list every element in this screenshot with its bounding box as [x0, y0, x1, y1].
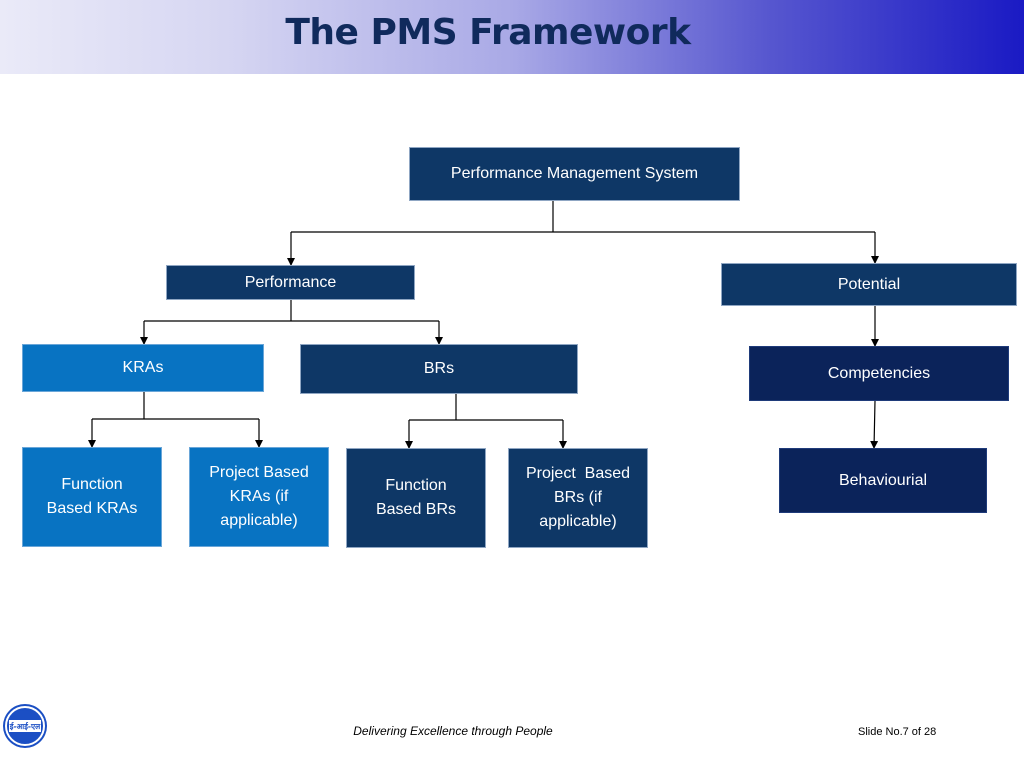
- node-behaviourial: Behaviourial: [779, 448, 987, 513]
- slide-number: Slide No.7 of 28: [858, 726, 937, 738]
- node-function-brs: Function Based BRs: [346, 448, 486, 548]
- node-potential: Potential: [721, 263, 1017, 306]
- node-kras: KRAs: [22, 344, 264, 392]
- company-logo: ई-आई-एल: [3, 704, 47, 748]
- node-project-brs: Project Based BRs (if applicable): [508, 448, 648, 548]
- title-banner: [0, 0, 1024, 74]
- page-title: The PMS Framework: [285, 12, 691, 53]
- footer-tagline: Delivering Excellence through People: [353, 724, 553, 738]
- node-function-kras: Function Based KRAs: [22, 447, 162, 547]
- node-brs: BRs: [300, 344, 578, 394]
- node-performance: Performance: [166, 265, 415, 300]
- node-pms: Performance Management System: [409, 147, 740, 201]
- node-project-kras: Project Based KRAs (if applicable): [189, 447, 329, 547]
- node-competencies: Competencies: [749, 346, 1009, 401]
- logo-text: ई-आई-एल: [9, 722, 41, 731]
- connector-to-behaviourial: [870, 400, 879, 449]
